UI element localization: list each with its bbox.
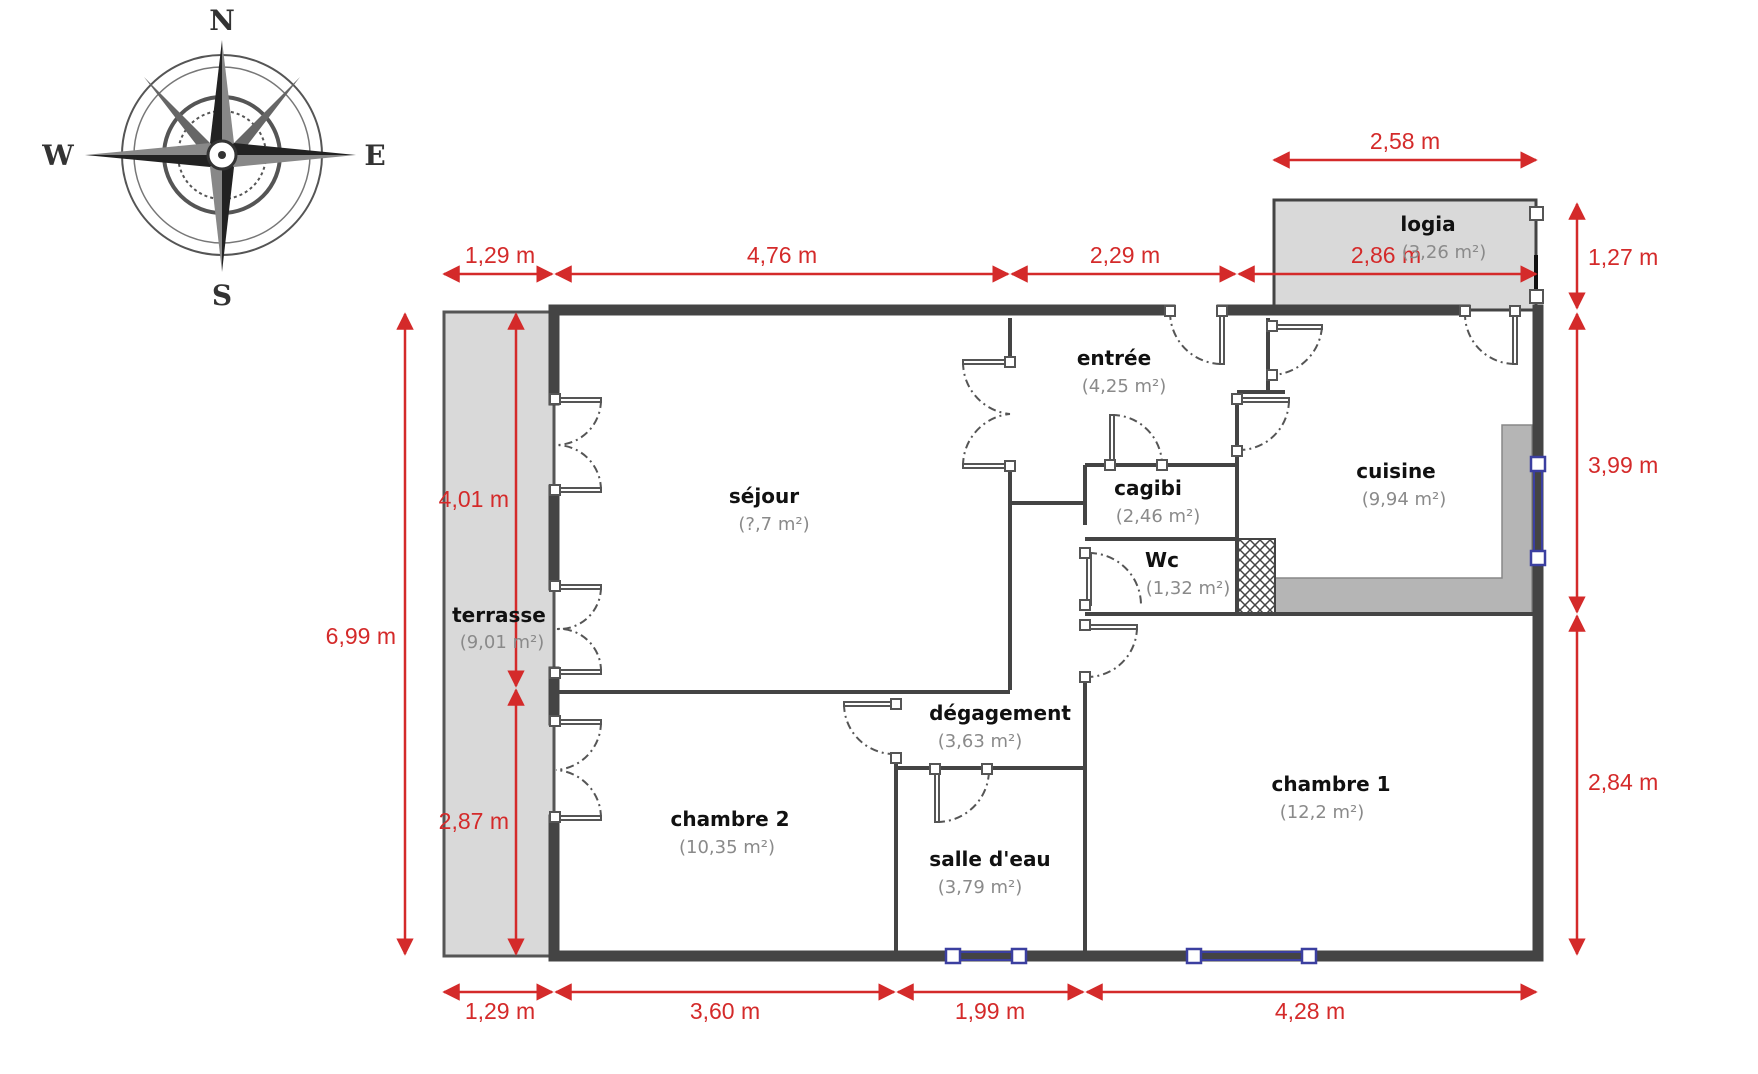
compass-east-label: E xyxy=(364,139,385,172)
compass-south-label: S xyxy=(212,279,232,312)
wc-area: (1,32 m²) xyxy=(1146,578,1231,599)
dim-top-2: 4,76 m xyxy=(747,242,817,268)
dim-top-3: 2,29 m xyxy=(1090,242,1160,268)
door-chambre2 xyxy=(843,698,902,764)
door-cagibi xyxy=(1104,414,1168,471)
window-logia xyxy=(1529,206,1544,304)
dim-right-1: 3,99 m xyxy=(1588,452,1658,478)
terrasse-area-label: (9,01 m²) xyxy=(460,632,545,653)
terrasse-area xyxy=(442,310,556,958)
dim-right-logia: 1,27 m xyxy=(1588,244,1658,270)
chambre1-name: chambre 1 xyxy=(1271,772,1390,796)
dim-top-logia: 2,58 m xyxy=(1370,128,1440,154)
door-entree-cuisine xyxy=(1231,393,1290,457)
logia-area-label: (3,26 m²) xyxy=(1402,242,1487,263)
sejour-name: séjour xyxy=(729,484,799,508)
dim-right-2: 2,84 m xyxy=(1588,769,1658,795)
door-salle-deau xyxy=(929,763,993,823)
kitchen-counter xyxy=(1274,424,1533,615)
compass-rose-icon xyxy=(85,40,356,272)
door-sejour-entree xyxy=(961,356,1016,472)
chambre1-area: (12,2 m²) xyxy=(1280,802,1365,823)
compass-north-label: N xyxy=(209,4,235,37)
dim-bottom-4: 4,28 m xyxy=(1275,998,1345,1024)
cuisine-name: cuisine xyxy=(1356,459,1436,483)
window-salle-deau xyxy=(944,947,1028,965)
cagibi-area: (2,46 m²) xyxy=(1116,506,1201,527)
dim-bottom-3: 1,99 m xyxy=(955,998,1025,1024)
entree-area: (4,25 m²) xyxy=(1082,376,1167,397)
degagement-name: dégagement xyxy=(929,701,1071,725)
dim-top-4: 2,86 m xyxy=(1351,242,1421,268)
dim-top-1: 1,29 m xyxy=(465,242,535,268)
window-cuisine xyxy=(1529,455,1547,567)
salle-deau-name: salle d'eau xyxy=(929,847,1050,871)
window-chambre1 xyxy=(1185,947,1318,965)
dim-left-upper: 4,01 m xyxy=(439,486,509,512)
entree-name: entrée xyxy=(1077,346,1151,370)
cuisine-area: (9,94 m²) xyxy=(1362,489,1447,510)
door-terrasse-1 xyxy=(549,393,602,496)
door-terrasse-3 xyxy=(549,715,603,823)
cagibi-name: cagibi xyxy=(1114,476,1182,500)
dimension-lines xyxy=(396,151,1586,1001)
chambre2-area: (10,35 m²) xyxy=(679,837,775,858)
degagement-area: (3,63 m²) xyxy=(938,731,1023,752)
door-entree-main xyxy=(1164,305,1228,365)
door-logia-cuisine-2 xyxy=(1459,305,1521,365)
exterior-walls xyxy=(548,255,1544,962)
compass-west-label: W xyxy=(41,139,74,172)
dim-left-lower: 2,87 m xyxy=(439,808,509,834)
door-logia-cuisine-1 xyxy=(1266,320,1323,381)
dim-bottom-1: 1,29 m xyxy=(465,998,535,1024)
door-terrasse-2 xyxy=(549,580,603,679)
dim-bottom-2: 3,60 m xyxy=(690,998,760,1024)
chambre2-name: chambre 2 xyxy=(670,807,789,831)
wc-name: Wc xyxy=(1145,548,1179,572)
duct-shaft xyxy=(1236,538,1276,615)
door-chambre1 xyxy=(1079,619,1138,683)
logia-name: logia xyxy=(1400,212,1455,236)
salle-deau-area: (3,79 m²) xyxy=(938,877,1023,898)
dim-left-total: 6,99 m xyxy=(326,623,396,649)
sejour-area: (?,7 m²) xyxy=(738,514,809,535)
terrasse-name: terrasse xyxy=(452,603,546,627)
door-wc xyxy=(1079,547,1142,611)
